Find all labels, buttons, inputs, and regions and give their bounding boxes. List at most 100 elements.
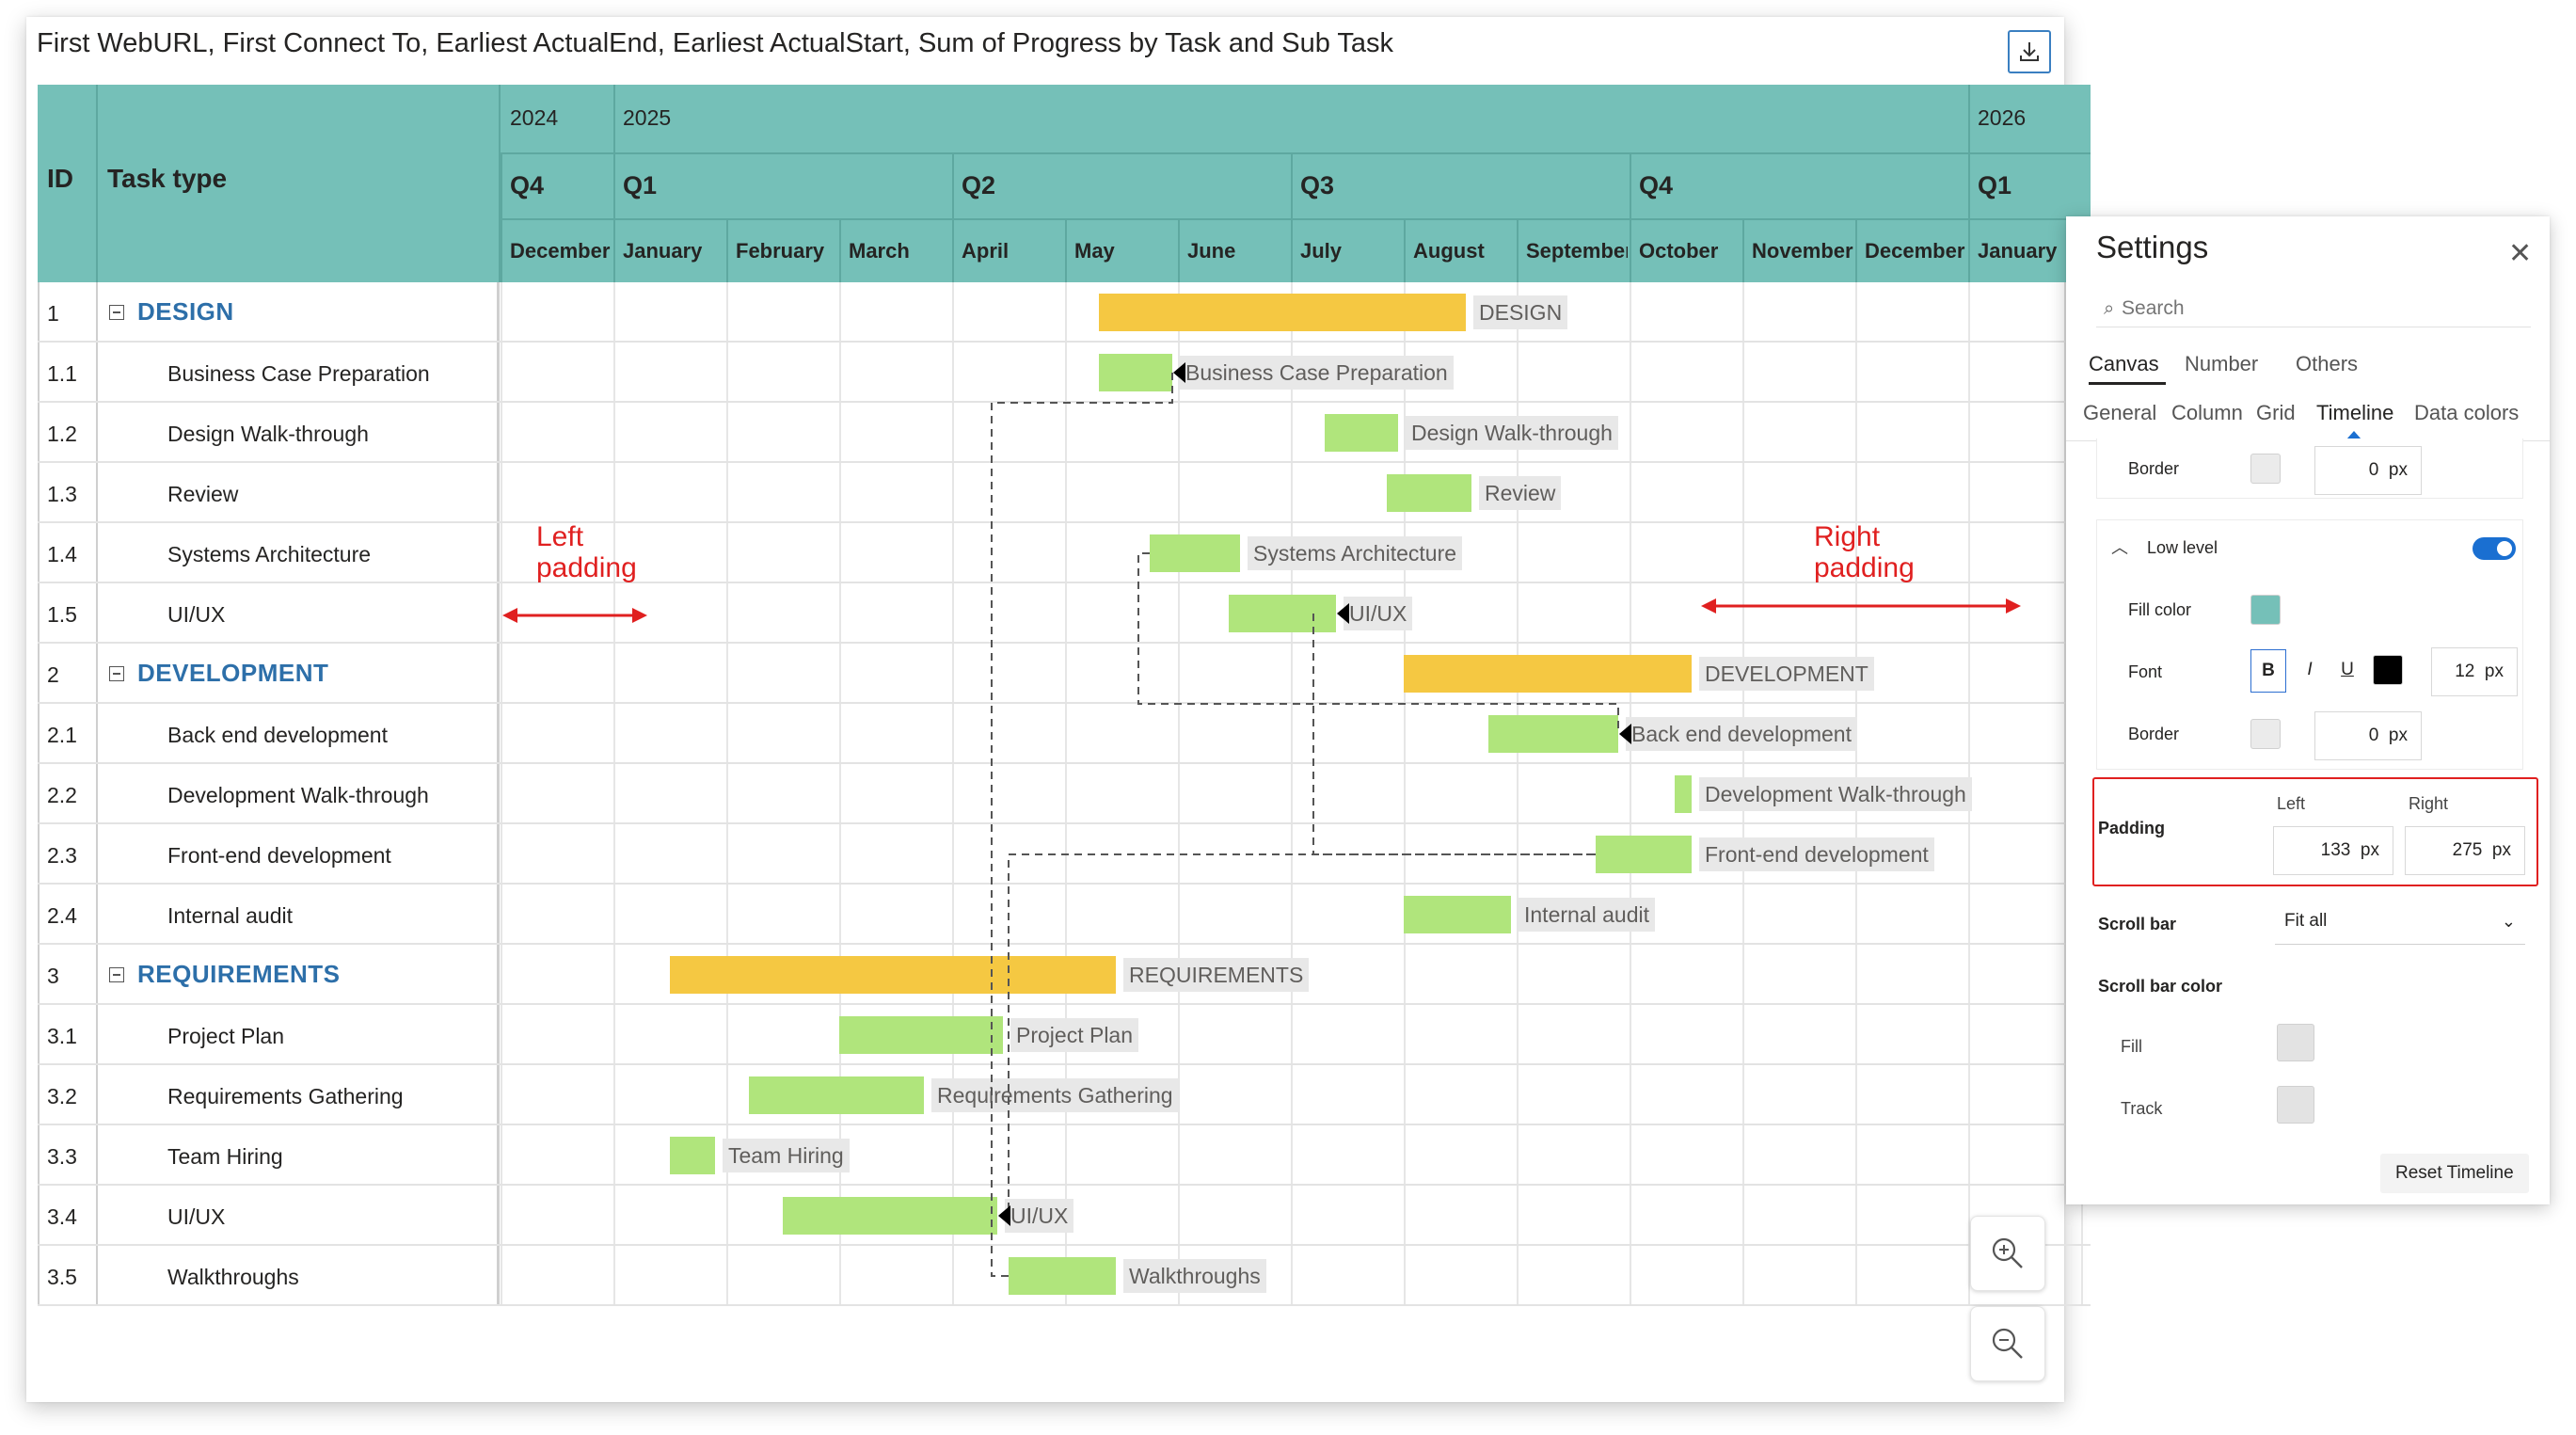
- task-name: UI/UX: [167, 602, 226, 627]
- task-group-name[interactable]: DEVELOPMENT: [137, 659, 329, 687]
- gantt-bar[interactable]: [1150, 534, 1240, 572]
- tab-others[interactable]: Others: [2296, 352, 2359, 375]
- month-label: February: [736, 239, 825, 263]
- border-color-swatch[interactable]: [2250, 454, 2281, 484]
- month-divider: [1404, 218, 1406, 282]
- row-id: 3.5: [47, 1265, 77, 1289]
- header-divider: [96, 85, 98, 282]
- gantt-bar[interactable]: [1488, 715, 1618, 753]
- gantt-bar-label: DEVELOPMENT: [1699, 657, 1874, 691]
- grid-vline: [1178, 282, 1180, 1306]
- gantt-bar[interactable]: [783, 1197, 997, 1235]
- grid-vline: [38, 282, 40, 1306]
- scroll-bar-dropdown[interactable]: Fit all ⌄: [2275, 900, 2525, 945]
- row-id: 1.5: [47, 602, 77, 627]
- subtab-data-colors[interactable]: Data colors: [2414, 401, 2520, 424]
- subtab-column[interactable]: Column: [2171, 401, 2243, 424]
- task-name: Internal audit: [167, 903, 293, 928]
- row-id: 1.2: [47, 422, 77, 446]
- task-name: UI/UX: [167, 1204, 226, 1229]
- close-icon[interactable]: ✕: [2508, 238, 2533, 269]
- bold-button[interactable]: B: [2250, 649, 2286, 693]
- quarter-divider: [952, 152, 954, 282]
- task-name: Design Walk-through: [167, 422, 369, 446]
- header-row-line: [501, 218, 2091, 220]
- quarter-label: Q3: [1300, 171, 1335, 199]
- collapse-icon[interactable]: [109, 967, 124, 982]
- gantt-bar[interactable]: [1009, 1257, 1116, 1295]
- italic-button[interactable]: I: [2292, 649, 2328, 693]
- zoom-in-button[interactable]: [1970, 1216, 2045, 1291]
- grid-vline: [1630, 282, 1631, 1306]
- task-name: Team Hiring: [167, 1144, 283, 1169]
- gantt-bar[interactable]: [749, 1076, 924, 1114]
- row-line: [38, 822, 2091, 824]
- collapse-icon[interactable]: [109, 666, 124, 681]
- subtab-timeline[interactable]: Timeline: [2316, 401, 2394, 424]
- tab-number[interactable]: Number: [2185, 352, 2259, 375]
- padding-arrowhead: [502, 608, 517, 623]
- row-line: [38, 883, 2091, 885]
- subtab-general[interactable]: General: [2083, 401, 2157, 424]
- low-level-label: Low level: [2147, 538, 2218, 557]
- task-group-name[interactable]: REQUIREMENTS: [137, 960, 341, 988]
- row-id: 3.3: [47, 1144, 77, 1169]
- task-name: Development Walk-through: [167, 783, 429, 807]
- month-divider: [1178, 218, 1180, 282]
- gantt-bar-label: Walkthroughs: [1123, 1259, 1266, 1293]
- padding-arrows: [502, 598, 2021, 623]
- low-level-border-input[interactable]: 0 px: [2314, 711, 2422, 760]
- underline-button[interactable]: U: [2330, 649, 2365, 693]
- task-name: Back end development: [167, 723, 388, 747]
- search-input[interactable]: [2120, 296, 2501, 321]
- row-id: 2: [47, 662, 59, 687]
- dependency-arrowhead: [1619, 724, 1631, 744]
- padding-left-input[interactable]: 133 px: [2273, 826, 2393, 875]
- subtab-grid[interactable]: Grid: [2256, 401, 2296, 424]
- export-button[interactable]: [2008, 30, 2051, 73]
- month-divider: [1630, 218, 1631, 282]
- settings-search[interactable]: ⌕: [2096, 290, 2531, 327]
- gantt-bar[interactable]: [1325, 414, 1398, 452]
- reset-timeline-button[interactable]: Reset Timeline: [2380, 1154, 2529, 1193]
- gantt-bar[interactable]: [1229, 595, 1336, 632]
- gantt-bar[interactable]: [670, 956, 1116, 994]
- scroll-bar-label: Scroll bar: [2098, 915, 2177, 933]
- month-divider: [726, 218, 728, 282]
- gantt-bar[interactable]: [670, 1137, 715, 1174]
- month-label: January: [1978, 239, 2058, 263]
- gantt-bar[interactable]: [1099, 294, 1466, 331]
- task-name: Business Case Preparation: [167, 361, 430, 386]
- row-id: 3: [47, 964, 59, 988]
- font-color-swatch[interactable]: [2373, 655, 2403, 685]
- quarter-label: Q1: [623, 171, 658, 199]
- zoom-out-button[interactable]: [1970, 1306, 2045, 1381]
- gantt-bar[interactable]: [1675, 775, 1692, 813]
- border-width-input[interactable]: 0 px: [2314, 446, 2422, 495]
- quarter-divider: [1630, 152, 1631, 282]
- gantt-bar[interactable]: [839, 1016, 1003, 1054]
- gantt-bar[interactable]: [1099, 354, 1172, 391]
- low-level-toggle[interactable]: [2473, 537, 2516, 560]
- quarter-label: Q1: [1978, 171, 2012, 199]
- gantt-bar-label: Internal audit: [1519, 898, 1655, 932]
- scroll-track-swatch[interactable]: [2277, 1086, 2314, 1124]
- fill-color-swatch[interactable]: [2250, 595, 2281, 625]
- task-group-name[interactable]: DESIGN: [137, 297, 234, 326]
- scroll-fill-swatch[interactable]: [2277, 1024, 2314, 1061]
- gantt-bar[interactable]: [1404, 655, 1692, 693]
- gantt-bar[interactable]: [1387, 474, 1471, 512]
- month-divider: [1291, 218, 1293, 282]
- chevron-up-icon[interactable]: ︿: [2111, 538, 2128, 557]
- chart-title: First WebURL, First Connect To, Earliest…: [37, 28, 1394, 58]
- font-size-input[interactable]: 12 px: [2431, 647, 2518, 696]
- gantt-bar-label: Design Walk-through: [1406, 416, 1618, 450]
- padding-right-input[interactable]: 275 px: [2405, 826, 2525, 875]
- gantt-bar[interactable]: [1404, 896, 1511, 933]
- collapse-icon[interactable]: [109, 305, 124, 320]
- dependency-line: [1137, 552, 1619, 734]
- low-level-border-swatch[interactable]: [2250, 719, 2281, 749]
- gantt-bar[interactable]: [1596, 836, 1692, 873]
- tab-canvas[interactable]: Canvas: [2089, 352, 2159, 375]
